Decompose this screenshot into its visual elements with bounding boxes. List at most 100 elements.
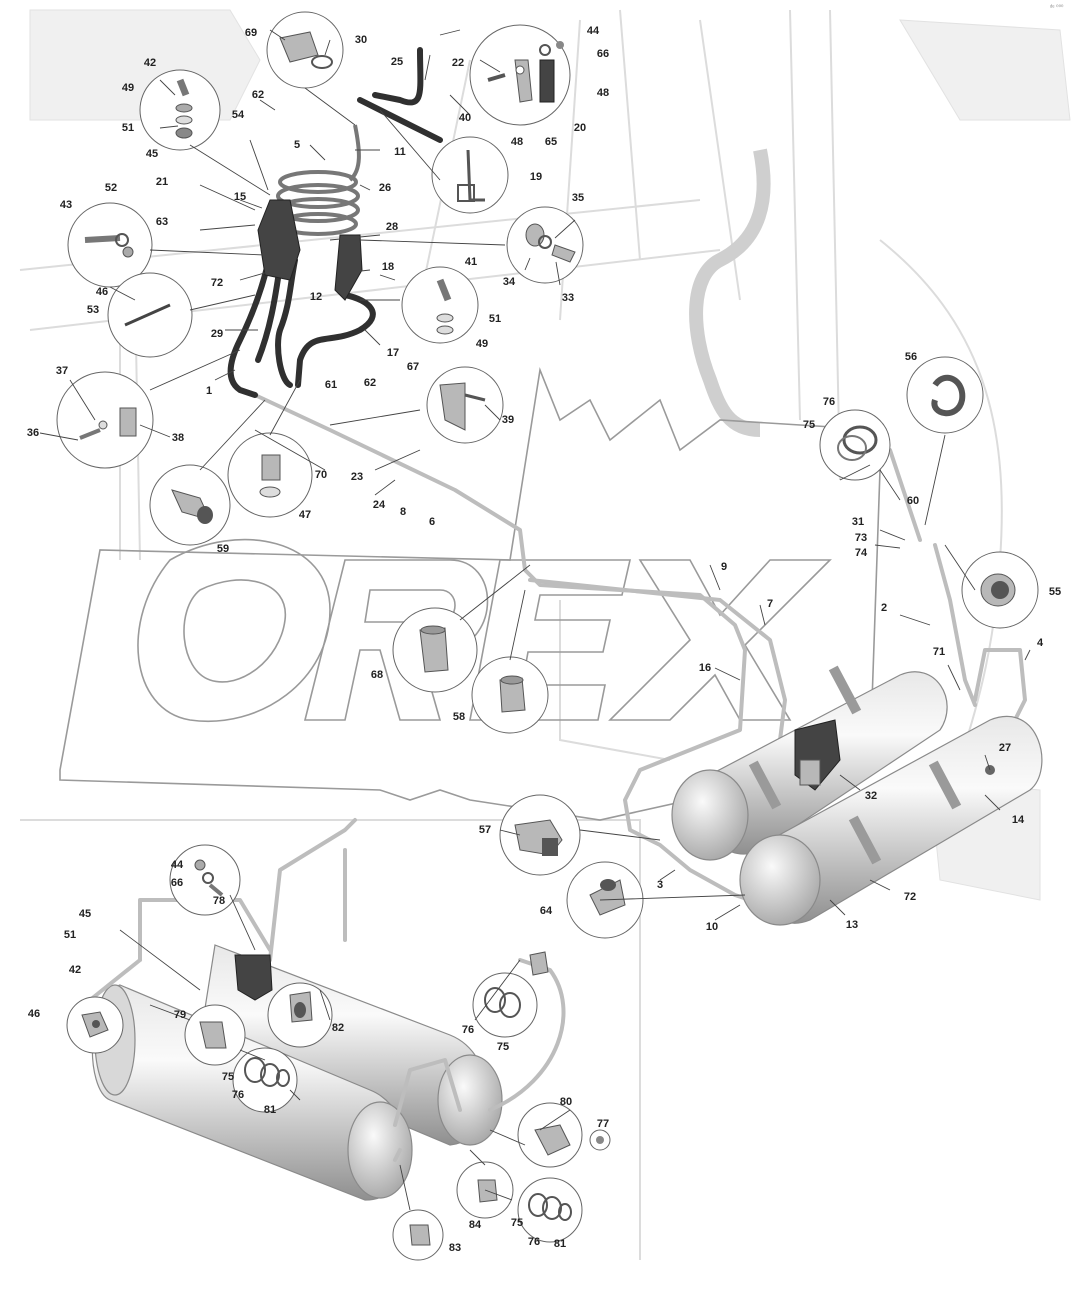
leader-lines	[39, 29, 1031, 1211]
label-23: 23	[351, 471, 363, 483]
label-inset-75a: 75	[497, 1041, 509, 1053]
callout-parts	[79, 31, 1016, 1246]
label-76a: 76	[823, 396, 835, 408]
label-43: 43	[60, 199, 72, 211]
label-inset-75b: 75	[222, 1071, 234, 1083]
label-45: 45	[146, 148, 158, 160]
label-60: 60	[907, 495, 919, 507]
label-inset-84: 84	[469, 1219, 482, 1231]
valve-32	[794, 719, 841, 791]
label-inset-82: 82	[332, 1022, 344, 1034]
label-69: 69	[245, 27, 257, 39]
label-48b: 48	[597, 87, 609, 99]
label-57: 57	[479, 824, 491, 836]
label-51b: 51	[489, 313, 501, 325]
label-inset-80: 80	[560, 1096, 572, 1108]
label-36: 36	[27, 427, 39, 439]
label-12: 12	[310, 291, 322, 303]
label-inset-81b: 81	[554, 1238, 566, 1250]
label-21: 21	[156, 176, 168, 188]
label-64: 64	[540, 905, 553, 917]
label-inset-77: 77	[597, 1118, 609, 1130]
label-inset-79: 79	[174, 1009, 186, 1021]
label-34: 34	[503, 276, 516, 288]
label-56: 56	[905, 351, 917, 363]
label-6: 6	[429, 516, 435, 528]
label-44: 44	[587, 25, 600, 37]
label-inset-76c: 76	[528, 1236, 540, 1248]
corner-mark: ᵈᵉ ⁰⁰⁰	[1050, 4, 1064, 11]
label-42: 42	[144, 57, 156, 69]
label-inset-75c: 75	[511, 1217, 523, 1229]
label-48a: 48	[511, 136, 523, 148]
label-2: 2	[881, 602, 887, 614]
label-49b: 49	[476, 338, 488, 350]
label-73: 73	[855, 532, 867, 544]
label-5: 5	[294, 139, 300, 151]
label-74: 74	[855, 547, 868, 559]
label-30: 30	[355, 34, 367, 46]
label-63: 63	[156, 216, 168, 228]
label-25: 25	[391, 56, 403, 68]
label-75a: 75	[803, 419, 815, 431]
label-inset-76b: 76	[232, 1089, 244, 1101]
label-67: 67	[407, 361, 419, 373]
label-32: 32	[865, 790, 877, 802]
label-37: 37	[56, 365, 68, 377]
label-14: 14	[1012, 814, 1025, 826]
label-10: 10	[706, 921, 718, 933]
label-40: 40	[459, 112, 471, 124]
label-72b: 72	[904, 891, 916, 903]
label-16: 16	[699, 662, 711, 674]
label-28: 28	[386, 221, 398, 233]
label-38: 38	[172, 432, 184, 444]
label-70: 70	[315, 469, 327, 481]
label-68: 68	[371, 669, 383, 681]
label-62a: 62	[252, 89, 264, 101]
label-46: 46	[96, 286, 108, 298]
label-7: 7	[767, 598, 773, 610]
part-number-labels: 69 30 22 25 44 66 40 48 65 48 20 42 49 5…	[27, 25, 1061, 1254]
label-49: 49	[122, 82, 134, 94]
label-9: 9	[721, 561, 727, 573]
label-71: 71	[933, 646, 945, 658]
orex-watermark	[59, 367, 881, 821]
air-pipelines	[253, 393, 1027, 902]
inset-air-tank-rear	[199, 944, 503, 1146]
label-inset-42: 42	[69, 964, 81, 976]
label-35: 35	[572, 192, 584, 204]
label-inset-44: 44	[171, 859, 184, 871]
compressor-coil-assembly	[227, 47, 443, 398]
label-47: 47	[299, 509, 311, 521]
label-inset-83: 83	[449, 1242, 461, 1254]
label-53: 53	[87, 304, 99, 316]
label-22: 22	[452, 57, 464, 69]
label-58: 58	[453, 711, 465, 723]
label-26: 26	[379, 182, 391, 194]
label-19: 19	[530, 171, 542, 183]
label-inset-81a: 81	[264, 1104, 276, 1116]
label-18: 18	[382, 261, 394, 273]
label-13: 13	[846, 919, 858, 931]
label-51: 51	[122, 122, 134, 134]
label-65: 65	[545, 136, 557, 148]
label-66: 66	[597, 48, 609, 60]
label-52: 52	[105, 182, 117, 194]
air-tank-lower	[739, 716, 1043, 926]
label-inset-45: 45	[79, 908, 91, 920]
label-24: 24	[373, 499, 386, 511]
label-33: 33	[562, 292, 574, 304]
label-20: 20	[574, 122, 586, 134]
label-31: 31	[852, 516, 864, 528]
label-59: 59	[217, 543, 229, 555]
label-72a: 72	[211, 277, 223, 289]
label-62b: 62	[364, 377, 376, 389]
label-55: 55	[1049, 586, 1061, 598]
label-15: 15	[234, 191, 246, 203]
label-3: 3	[657, 879, 663, 891]
label-11: 11	[394, 146, 406, 158]
label-61: 61	[325, 379, 337, 391]
label-inset-46: 46	[28, 1008, 40, 1020]
label-27: 27	[999, 742, 1011, 754]
